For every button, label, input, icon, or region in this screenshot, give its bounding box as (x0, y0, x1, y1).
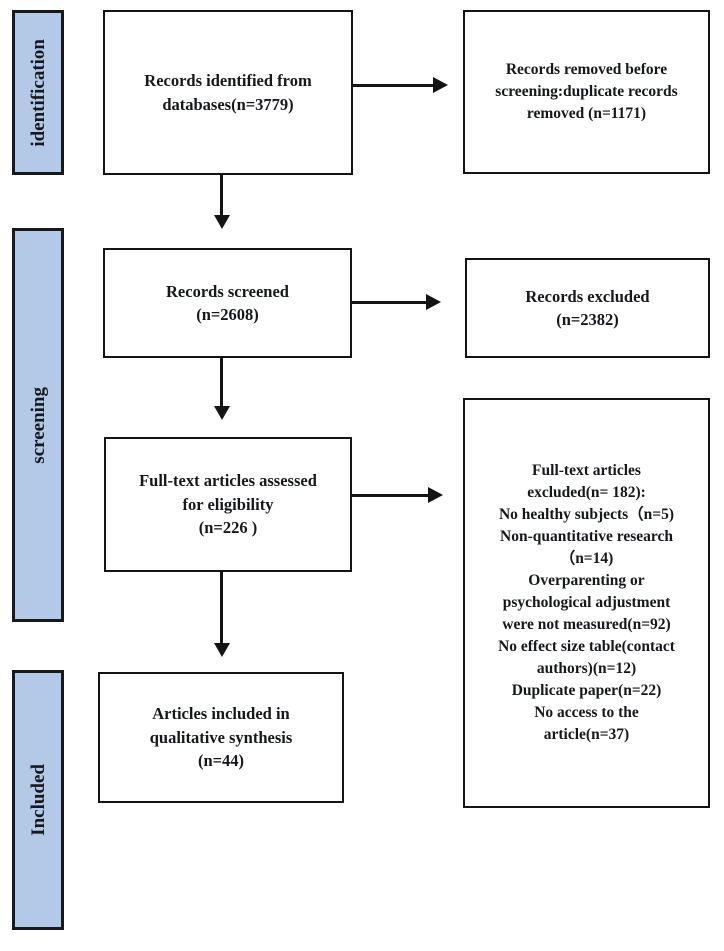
connector-screened-to-fulltext (220, 358, 223, 408)
arrowhead-fulltext-to-excluded (428, 487, 443, 503)
fulltext-excluded-line-5: （n=14) (559, 550, 614, 567)
fulltext-excluded-line-6: Overparenting or (528, 572, 645, 589)
connector-identified-to-removed (353, 84, 433, 87)
box-records-removed: Records removed before screening:duplica… (463, 10, 710, 174)
fulltext-excluded-line-13: article(n=37) (543, 726, 630, 743)
articles-included-line-1: Articles included in (152, 704, 290, 724)
records-screened-line-1: Records screened (166, 281, 289, 301)
box-fulltext-assessed: Full-text articles assessed for eligibil… (104, 437, 352, 572)
stage-label-screening: screening (27, 386, 49, 464)
arrowhead-identified-to-removed (433, 77, 448, 93)
fulltext-assessed-line-2: for eligibility (182, 494, 274, 514)
box-records-screened: Records screened (n=2608) (103, 248, 352, 358)
stage-bar-included: Included (12, 670, 64, 930)
records-identified-line-1: Records identified from (144, 71, 312, 91)
fulltext-excluded-line-1: Full-text articles (532, 462, 641, 479)
fulltext-assessed-line-1: Full-text articles assessed (139, 471, 317, 491)
connector-identified-to-screened (220, 175, 223, 217)
articles-included-line-3: (n=44) (197, 751, 245, 771)
fulltext-assessed-line-3: (n=226 ) (198, 518, 258, 538)
connector-fulltext-to-included (220, 572, 223, 645)
connector-fulltext-to-excluded (352, 494, 428, 497)
box-fulltext-excluded: Full-text articles excluded(n= 182): No … (463, 398, 710, 808)
fulltext-excluded-line-7: psychological adjustment (502, 594, 671, 611)
connector-screened-to-excluded (352, 301, 426, 304)
arrowhead-screened-to-excluded (426, 294, 441, 310)
fulltext-excluded-line-12: No access to the (534, 704, 639, 721)
stage-label-identification: identification (27, 38, 49, 147)
records-identified-line-2: databases(n=3779) (162, 94, 294, 114)
arrowhead-identified-to-screened (213, 215, 230, 229)
fulltext-excluded-line-3: No healthy subjects（n=5) (498, 506, 675, 523)
stage-bar-identification: identification (12, 10, 64, 175)
box-articles-included: Articles included in qualitative synthes… (98, 672, 344, 803)
fulltext-excluded-line-4: Non-quantitative research (500, 528, 673, 545)
records-screened-line-2: (n=2608) (196, 305, 259, 324)
records-removed-line-1: Records removed before (505, 61, 668, 78)
stage-label-included: Included (27, 764, 49, 836)
arrowhead-screened-to-fulltext (213, 406, 230, 420)
records-excluded-line-2: (n=2382) (556, 310, 619, 329)
arrowhead-fulltext-to-included (213, 643, 230, 657)
fulltext-excluded-line-9: No effect size table(contact (498, 638, 675, 655)
fulltext-excluded-line-10: authors)(n=12) (536, 660, 637, 677)
stage-bar-screening: screening (12, 228, 64, 622)
articles-included-line-2: qualitative synthesis (149, 727, 293, 747)
records-removed-line-2: screening:duplicate records (495, 83, 678, 100)
fulltext-excluded-line-2: excluded(n= 182): (527, 484, 646, 501)
box-records-excluded: Records excluded (n=2382) (465, 258, 710, 358)
fulltext-excluded-line-11: Duplicate paper(n=22) (511, 682, 662, 699)
fulltext-excluded-line-8: were not measured(n=92) (502, 616, 671, 633)
records-removed-line-3: removed (n=1171) (526, 105, 647, 122)
records-excluded-line-1: Records excluded (525, 286, 650, 306)
box-records-identified: Records identified from databases(n=3779… (103, 10, 353, 175)
